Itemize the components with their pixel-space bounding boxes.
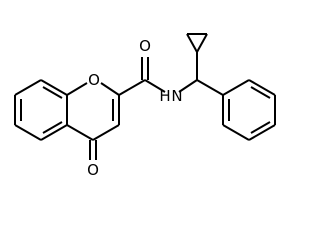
bond <box>196 79 224 96</box>
bond-inner <box>250 121 271 134</box>
bond-inner <box>42 121 63 134</box>
amide-hydrogen-label: H <box>159 87 170 105</box>
bond <box>196 33 208 53</box>
phenyl-ring <box>196 79 276 141</box>
amide-oxygen-label: O <box>139 37 151 55</box>
pyranone-ring <box>66 82 120 141</box>
bond <box>92 124 120 141</box>
bond <box>186 33 198 53</box>
bond <box>14 124 42 141</box>
bond <box>222 124 250 141</box>
bond <box>248 124 276 141</box>
bond <box>248 79 276 96</box>
ring-oxygen-label: O <box>88 71 100 89</box>
ketone-carbonyl <box>89 140 97 160</box>
bond-inner <box>42 86 63 99</box>
bond <box>14 79 42 96</box>
benzo-ring <box>14 79 68 141</box>
bond <box>118 79 146 96</box>
carboxamide <box>118 57 198 96</box>
chemical-structure-diagram: O O O H N <box>14 33 276 179</box>
bond-inner <box>250 86 271 99</box>
carbonyl-oxygen-label: O <box>87 161 99 179</box>
bond <box>66 124 94 141</box>
bond <box>66 82 88 96</box>
amide-nitrogen-label: N <box>171 87 182 105</box>
bond <box>100 82 120 96</box>
bond <box>144 79 166 93</box>
cyclopropyl <box>186 33 208 80</box>
bond <box>178 79 198 93</box>
bond <box>222 79 250 96</box>
bond <box>40 79 68 96</box>
bond <box>40 124 68 141</box>
